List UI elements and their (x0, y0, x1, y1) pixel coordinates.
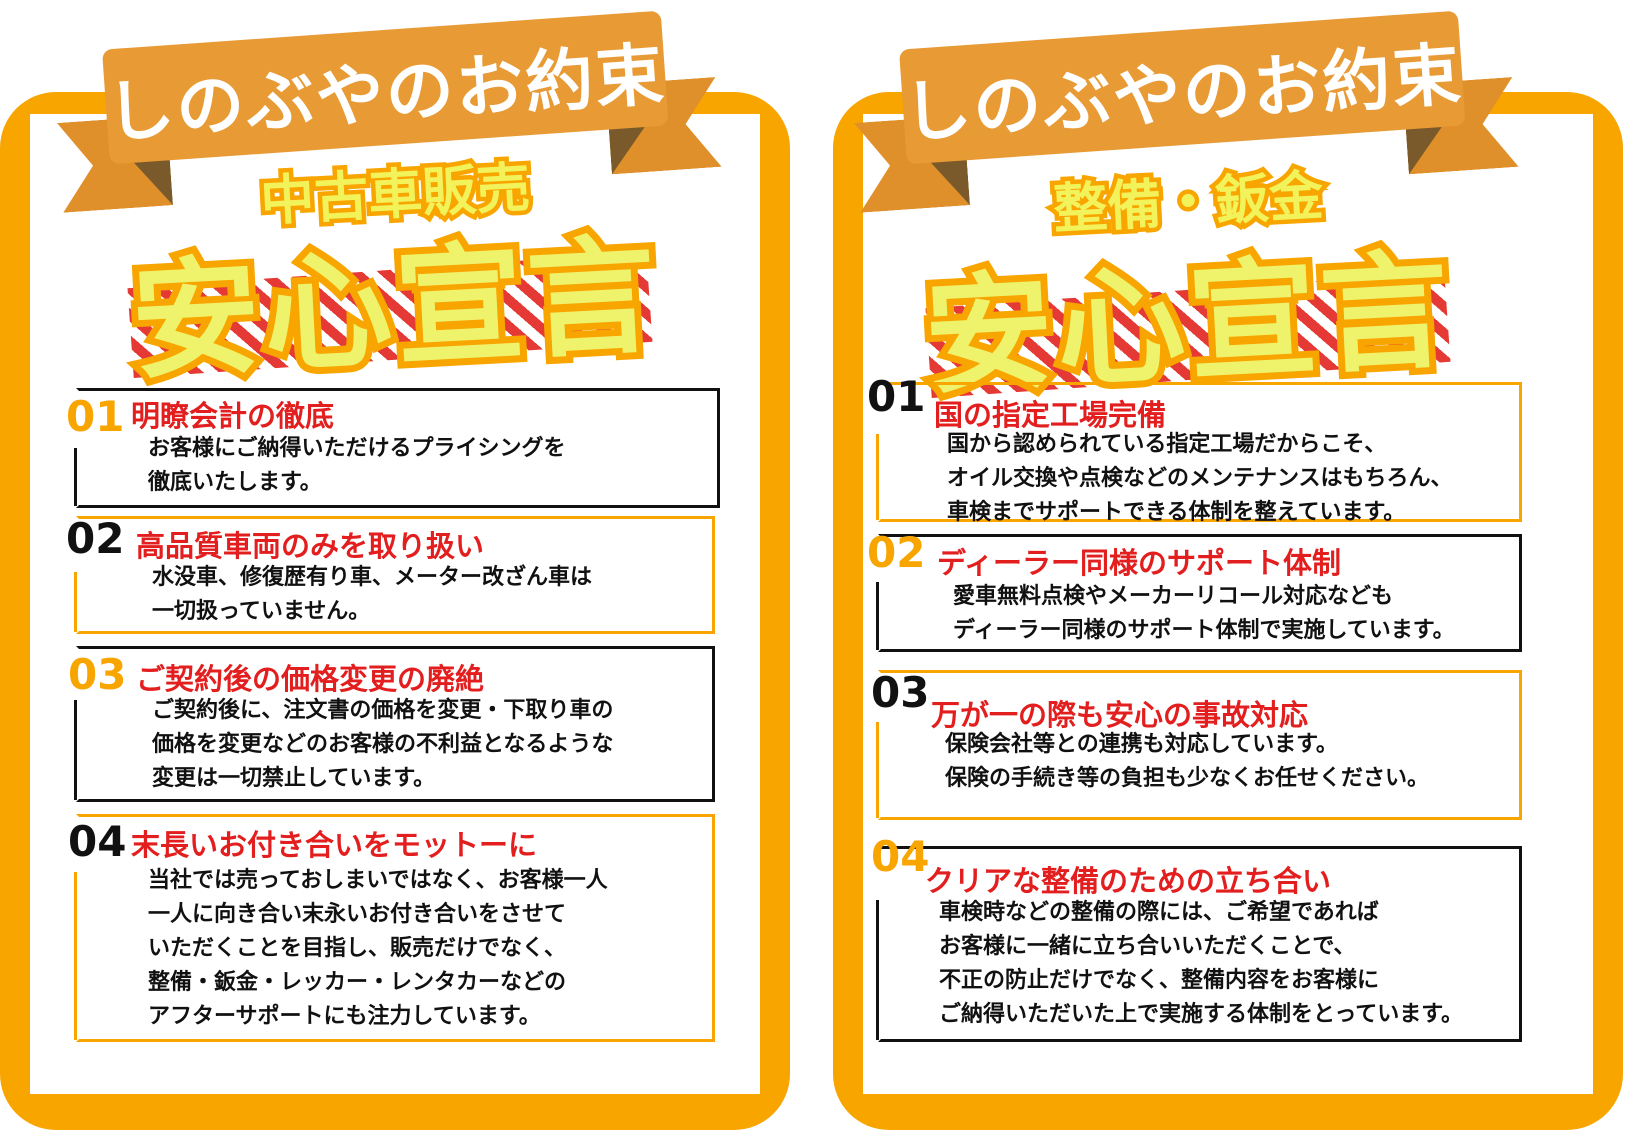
item-number: 04 (871, 832, 930, 881)
left-panel: しのぶやのお約束 中古車販売 安心宣言 01 明瞭会計の徹底 お客様にご納得いた… (0, 0, 790, 1131)
item-body: 国から認められている指定工場だからこそ、オイル交換や点検などのメンテナンスはもち… (947, 432, 1453, 525)
item-title: ディーラー同様のサポート体制 (937, 546, 1341, 580)
item-border (878, 670, 1522, 820)
item-title: 万が一の際も安心の事故対応 (931, 698, 1309, 732)
item-border (878, 534, 1522, 652)
item-number: 04 (68, 817, 127, 866)
item-number: 02 (867, 528, 926, 577)
item-body: 当社では売っておしまいではなく、お客様一人一人に向き合い末永いお付き合いをさせて… (148, 868, 608, 1029)
right-panel: しのぶやのお約束 整備・鈑金 安心宣言 01 国の指定工場完備 国から認められて… (833, 0, 1623, 1131)
item-body: 水没車、修復歴有り車、メーター改ざん車は一切扱っていません。 (152, 565, 593, 624)
item-body: 保険会社等との連携も対応しています。保険の手続き等の負担も少なくお任せください。 (945, 732, 1430, 791)
item-border (76, 516, 715, 634)
item-number: 03 (68, 650, 127, 699)
item-number: 02 (66, 514, 125, 563)
item-body: ご契約後に、注文書の価格を変更・下取り車の価格を変更などのお客様の不利益となるよ… (152, 698, 614, 791)
item-number: 01 (867, 372, 926, 421)
item-number: 03 (871, 668, 930, 717)
item-border (878, 382, 1522, 522)
item-border (76, 388, 720, 508)
item-body: 車検時などの整備の際には、ご希望であればお客様に一緒に立ち合いいただくことで、不… (939, 900, 1464, 1027)
item-border (878, 846, 1522, 1042)
item-title: 末長いお付き合いをモットーに (131, 828, 538, 862)
ribbon-text: しのぶやのお約束 (900, 35, 1465, 154)
item-title: ご契約後の価格変更の廃絶 (136, 662, 485, 696)
item-body: お客様にご納得いただけるプライシングを徹底いたします。 (148, 436, 566, 495)
item-title: 明瞭会計の徹底 (131, 399, 335, 433)
item-border (76, 646, 715, 802)
ribbon-text: しのぶやのお約束 (103, 35, 668, 154)
item-number: 01 (66, 392, 125, 441)
item-title: 国の指定工場完備 (934, 398, 1167, 432)
item-title: 高品質車両のみを取り扱い (136, 529, 485, 563)
item-border (76, 814, 715, 1042)
item-title: クリアな整備のための立ち合い (925, 864, 1332, 898)
item-body: 愛車無料点検やメーカーリコール対応などもディーラー同様のサポート体制で実施してい… (953, 584, 1455, 643)
orange-frame (833, 92, 1623, 1130)
